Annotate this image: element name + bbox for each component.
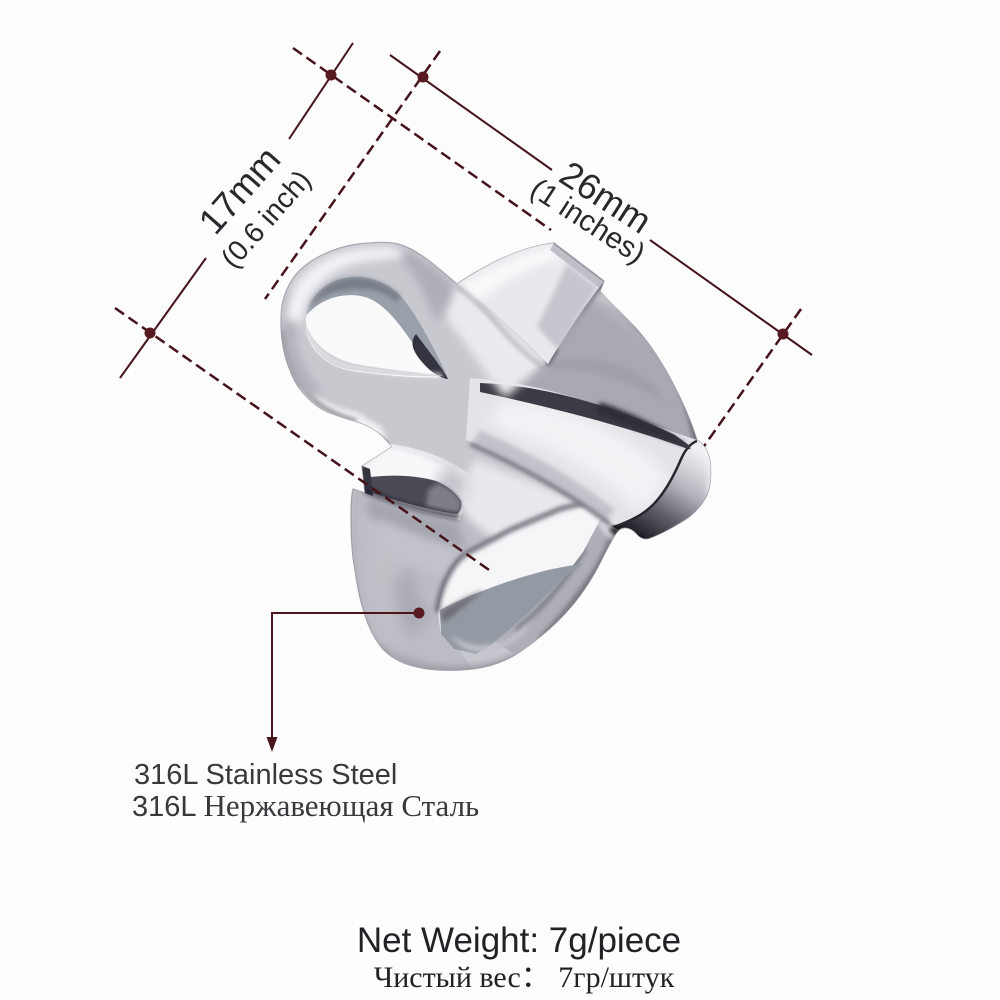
svg-text:Net Weight: 7g/piece: Net Weight: 7g/piece — [357, 921, 681, 960]
svg-text:Чистый вес： 7гр/штук: Чистый вес： 7гр/штук — [374, 961, 675, 994]
svg-text:316L Нержавеющая Сталь: 316L Нержавеющая Сталь — [132, 788, 479, 823]
svg-text:316L Stainless Steel: 316L Stainless Steel — [134, 759, 397, 791]
